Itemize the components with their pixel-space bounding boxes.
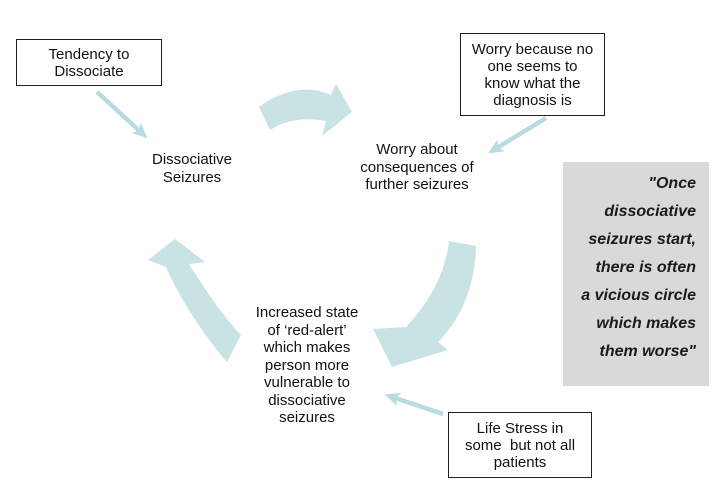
quote-text-line: dissociative <box>604 203 696 220</box>
arrow-tendency-to-seizures-icon <box>95 90 148 139</box>
arrow-diagnosis-to-worry-icon <box>488 116 548 154</box>
worry-consequences-label: Worry about consequences of further seiz… <box>347 141 487 194</box>
label-text-line: of ‘red-alert’ <box>267 321 347 339</box>
box-text-line: some but not all <box>464 436 576 454</box>
label-text-line: person more <box>264 356 350 374</box>
label-text-line: Increased state <box>255 304 359 321</box>
red-alert-label: Increased state of ‘red-alert’ which mak… <box>242 304 372 427</box>
quote-text-line: which makes <box>596 315 696 332</box>
box-text-line: Life Stress in <box>476 419 564 437</box>
quote-text-line: seizures start, <box>588 231 696 248</box>
label-text-line: vulnerable to <box>264 374 350 391</box>
box-text-line: diagnosis is <box>493 91 572 109</box>
curved-arrow-right-icon <box>373 241 476 367</box>
curved-arrow-top-icon <box>259 84 352 136</box>
label-text-line: Dissociative <box>151 151 233 168</box>
arrow-lifestress-to-redalert-icon <box>384 392 444 417</box>
box-text-line: Dissociate <box>54 62 124 80</box>
label-text-line: dissociative <box>268 391 346 409</box>
label-text-line: which makes <box>263 339 351 356</box>
box-text-line: Worry because no <box>471 40 594 58</box>
label-text-line: seizures <box>279 409 335 426</box>
life-stress-box: Life Stress in some but not all patients <box>448 412 592 478</box>
box-text-line: one seems to <box>487 57 578 75</box>
label-text-line: Worry about <box>376 141 458 158</box>
tendency-to-dissociate-box: Tendency to Dissociate <box>16 39 162 86</box>
quote-text-line: there is often <box>595 259 696 276</box>
label-text-line: further seizures <box>365 176 469 193</box>
quote-text-line: "Once <box>648 175 696 192</box>
box-text-line: know what the <box>484 74 581 92</box>
quote-text-line: a vicious circle <box>581 287 696 304</box>
dissociative-seizures-label: Dissociative Seizures <box>127 151 257 187</box>
vicious-circle-quote: "Once dissociative seizures start, there… <box>563 162 709 386</box>
quote-text-line: them worse" <box>599 343 697 360</box>
label-text-line: consequences of <box>360 158 474 176</box>
label-text-line: Seizures <box>162 169 222 186</box>
curved-arrow-left-icon <box>148 239 241 362</box>
worry-diagnosis-box: Worry because no one seems to know what … <box>460 33 605 116</box>
box-text-line: patients <box>493 453 547 471</box>
box-text-line: Tendency to <box>48 45 130 63</box>
